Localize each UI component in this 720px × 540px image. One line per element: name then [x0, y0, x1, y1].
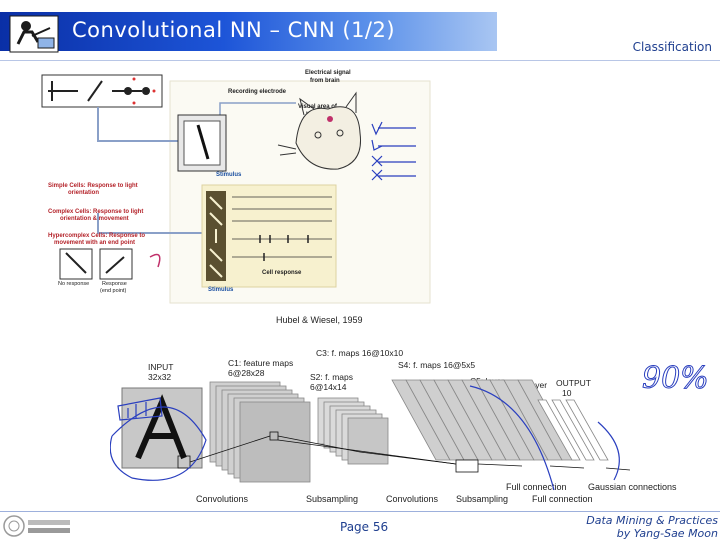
- s4-label: S4: f. maps 16@5x5: [398, 360, 475, 370]
- figure1-caption: Hubel & Wiesel, 1959: [276, 315, 363, 325]
- footer-author: by Yang-Sae Moon: [616, 527, 718, 540]
- slide-title: Convolutional NN – CNN (1/2): [72, 18, 396, 42]
- s2-size-label: 6@14x14: [310, 382, 347, 392]
- handwritten-percent-text: 90%: [642, 361, 709, 396]
- simple-cells-text-2: orientation: [68, 190, 99, 196]
- simple-cells-text-1: Simple Cells: Response to light: [48, 183, 138, 189]
- cat-head-icon: [277, 91, 362, 170]
- complex-cells-text-1: Complex Cells: Response to light: [48, 209, 143, 215]
- handwritten-annotations: [110, 385, 620, 491]
- university-logo-icon: [3, 515, 70, 537]
- stimulus-top-label: Stimulus: [216, 172, 242, 178]
- c3-label: C3: f. maps 16@10x10: [316, 348, 403, 358]
- electrical-signal-label: Electrical signal: [305, 70, 351, 76]
- full-connection-label-1: Full connection: [506, 482, 567, 492]
- full-connection-label-2: Full connection: [532, 494, 593, 504]
- handwritten-check-marks: [371, 121, 416, 181]
- lenet-figure: INPUT 32x32 C1: feature maps 6@28x28 C3:…: [110, 348, 677, 504]
- section-tab: [515, 35, 720, 57]
- stimulus-bottom-label: Stimulus: [208, 287, 234, 293]
- output-label: OUTPUT: [556, 378, 591, 388]
- subsampling-label-2: Subsampling: [456, 494, 508, 504]
- visual-area-label: Visual area of: [298, 104, 338, 110]
- complex-cells-text-2: orientation & movement: [60, 216, 129, 222]
- subsampling-label-1: Subsampling: [306, 494, 358, 504]
- c1-label: C1: feature maps: [228, 358, 293, 368]
- footer-line: [0, 511, 720, 512]
- convolutions-label-1: Convolutions: [196, 494, 249, 504]
- s2-label: S2: f. maps: [310, 372, 353, 382]
- teacher-logo-icon: [9, 15, 59, 53]
- page-number: Page 56: [340, 520, 389, 534]
- no-response-label: No response: [58, 281, 89, 287]
- convolutions-label-2: Convolutions: [386, 494, 439, 504]
- hyper-cells-text-1: Hypercomplex Cells: Response to: [48, 233, 145, 239]
- input-label: INPUT: [148, 362, 174, 372]
- response-label-1: Response: [102, 281, 127, 287]
- title-bar: [0, 12, 497, 51]
- handwritten-percent: 90%: [642, 361, 710, 397]
- header-rule: [0, 60, 720, 61]
- output-size-label: 10: [562, 388, 572, 398]
- response-label-2: (end point): [100, 288, 126, 294]
- footer-credit: Data Mining & Practices by Yang-Sae Moon: [586, 514, 718, 540]
- footer-course: Data Mining & Practices: [586, 514, 718, 527]
- from-brain-label: from brain: [310, 78, 340, 84]
- input-size-label: 32x32: [148, 372, 171, 382]
- hubel-wiesel-figure: Stimulus Electrical signal from brain Re…: [41, 70, 431, 325]
- c1-size-label: 6@28x28: [228, 368, 265, 378]
- hyper-cells-text-2: movement with an end point: [54, 240, 135, 246]
- cell-response-label: Cell response: [262, 270, 302, 276]
- gaussian-label: Gaussian connections: [588, 482, 677, 492]
- recording-electrode-label: Recording electrode: [228, 89, 287, 95]
- section-label: Classification: [632, 40, 712, 54]
